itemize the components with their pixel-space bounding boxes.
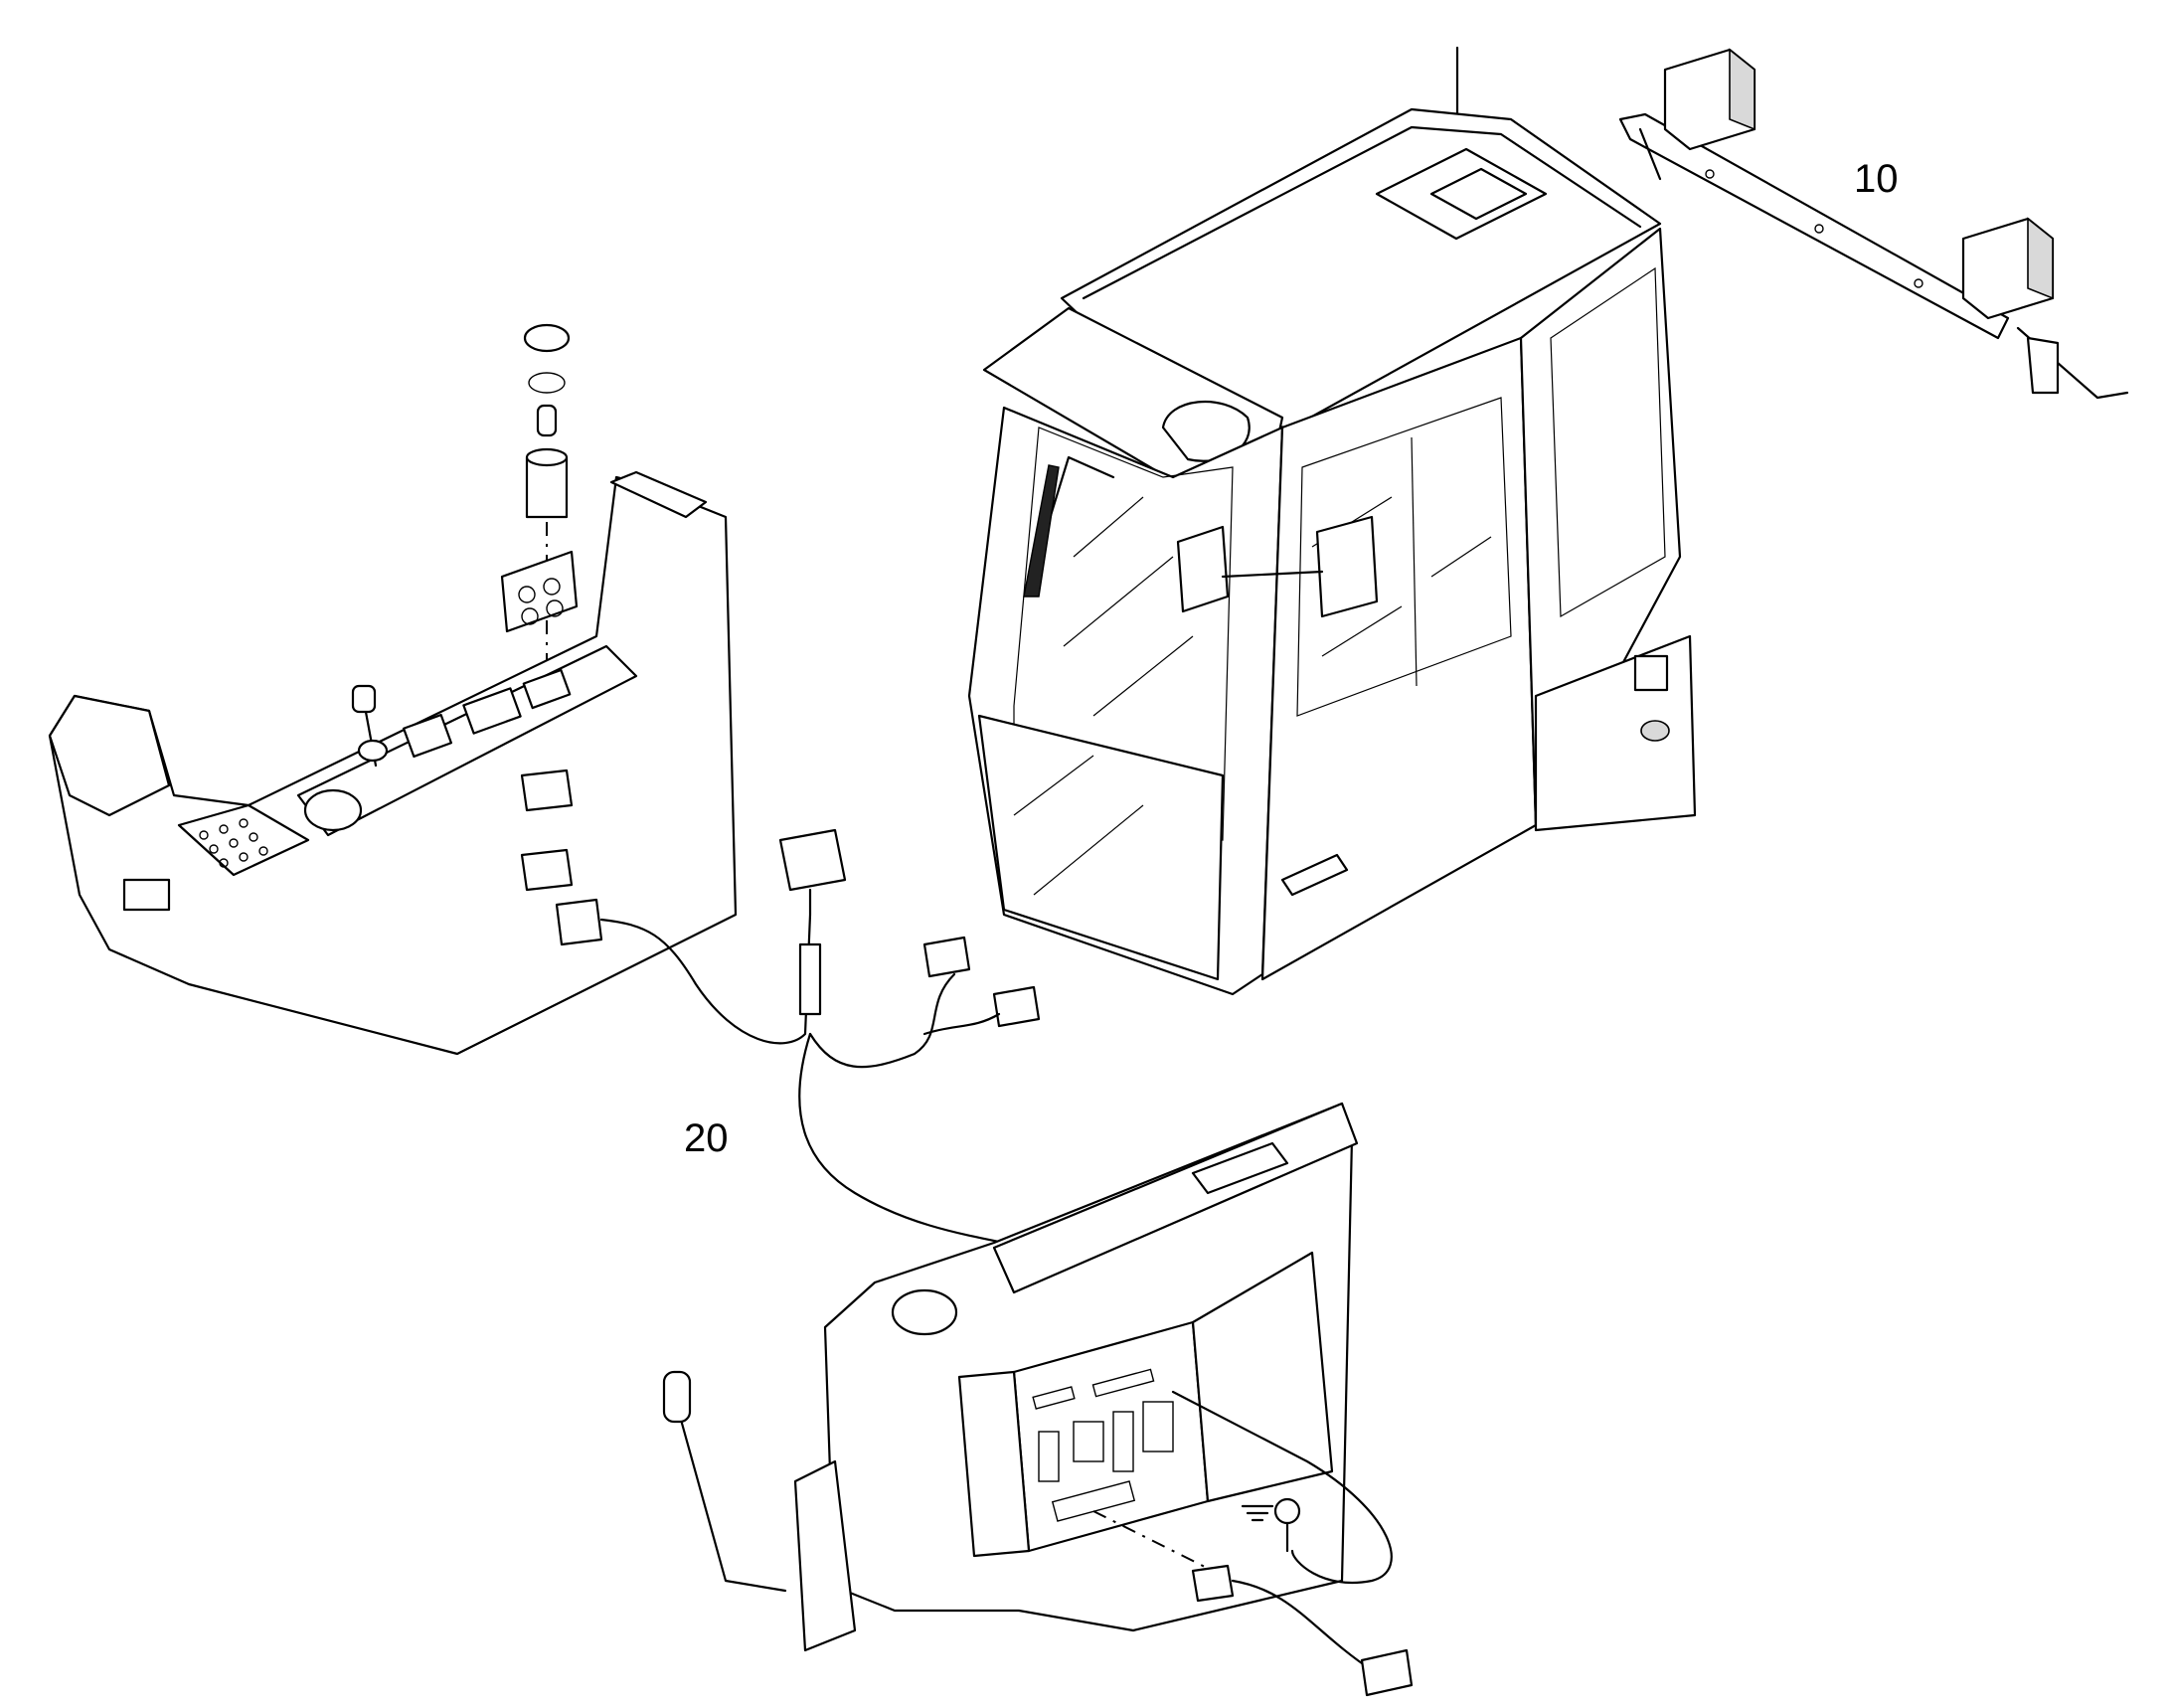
light-bar-rail	[1618, 112, 2010, 340]
rear-window	[1550, 266, 1666, 618]
switch-block	[402, 713, 453, 759]
relay-box	[778, 828, 847, 892]
right-console	[662, 1102, 1414, 1697]
cab-badge	[1633, 654, 1669, 692]
foot-grille	[177, 803, 310, 877]
side-marker-lamp	[1640, 720, 1670, 742]
harness-sleeve	[798, 942, 822, 1016]
console-side-plate	[122, 878, 171, 912]
armrest	[48, 694, 171, 817]
display-window	[462, 687, 522, 735]
harness-connector-a	[520, 848, 574, 892]
ecu-frame	[957, 1370, 1031, 1558]
bulb	[536, 404, 558, 437]
control-lever	[674, 1400, 787, 1593]
console-top-pad	[609, 470, 708, 519]
console-gauge-right	[891, 1288, 958, 1336]
cab-rear	[1519, 227, 1682, 827]
operator-cab	[967, 46, 1697, 996]
left-mirror	[1176, 525, 1230, 613]
switch-connector	[520, 769, 574, 812]
right-mirror	[1315, 515, 1379, 618]
o-ring	[528, 372, 566, 394]
ground-symbol	[1241, 1504, 1274, 1522]
harness-connector-c	[922, 936, 971, 978]
left-console	[48, 470, 738, 1056]
door-handle	[1280, 853, 1349, 897]
wiper-blade	[1023, 464, 1060, 598]
console-gauge	[303, 788, 363, 832]
light-bar-bracket	[2026, 336, 2060, 395]
callout-20: 20	[684, 1116, 729, 1160]
switch-plate	[500, 550, 579, 633]
joystick-knob	[351, 684, 377, 714]
ecu-connector	[1191, 1564, 1235, 1603]
harness-connector-d	[992, 985, 1041, 1028]
switch-exploded-stack	[500, 323, 579, 766]
wiring-harness	[520, 769, 1041, 1245]
callout-10: 10	[1854, 157, 1899, 201]
lower-front-panel	[977, 714, 1225, 981]
end-connector	[1360, 1648, 1414, 1697]
switch-cap	[523, 323, 571, 353]
harness-connector-b	[555, 898, 603, 946]
work-light-bar	[1618, 48, 2129, 400]
door-window	[1296, 397, 1512, 717]
lever-knob	[662, 1370, 692, 1424]
ground-terminal	[1273, 1497, 1301, 1525]
